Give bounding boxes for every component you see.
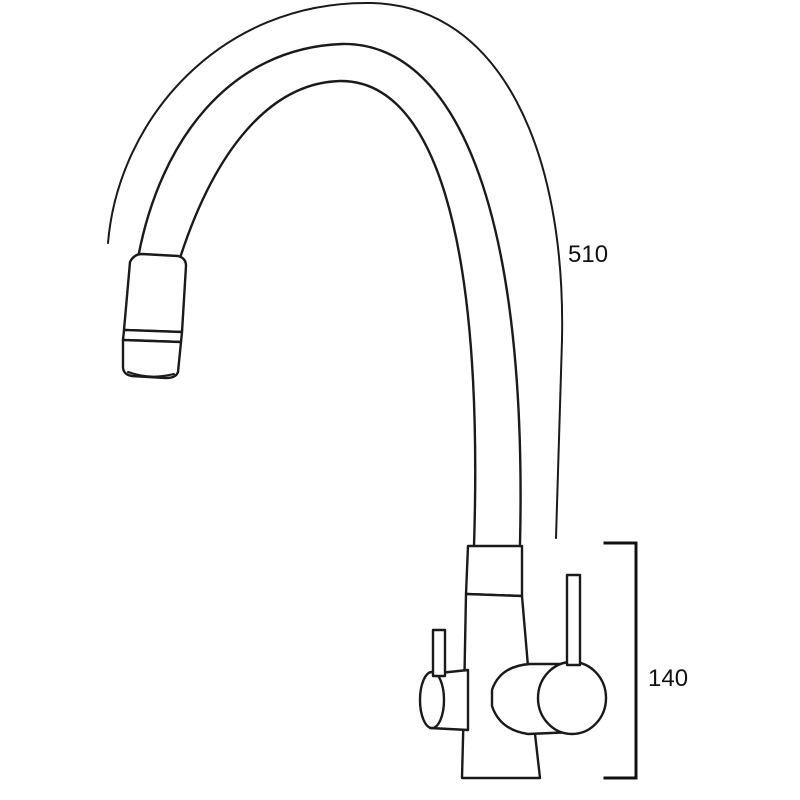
spray-head-nozzle [121,338,183,380]
spray-head-body [122,252,188,334]
spout-outer-edge [136,42,522,546]
dimension-label-510: 510 [568,241,608,268]
dimension-arc-510 [107,1,564,539]
left-handle-cap [418,670,446,730]
right-handle-lever [565,573,582,667]
spout-collar [464,544,524,598]
right-handle [490,573,608,736]
dimension-label-140: 140 [648,665,688,692]
dimension-bracket-140 [603,541,638,780]
left-handle-lever [431,628,447,678]
spray-head-outlet [127,371,175,378]
spout-inner-edge [178,79,477,548]
right-handle-cap [536,660,608,736]
left-handle [418,628,470,732]
spray-head [121,252,188,380]
